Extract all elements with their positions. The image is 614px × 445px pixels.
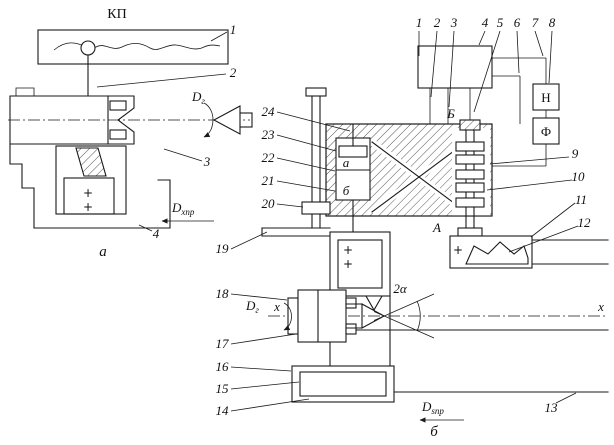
gearbox (37, 29, 229, 97)
callout-b11: 11 (575, 192, 587, 207)
callout-b16: 16 (216, 359, 230, 374)
rotation-label-b: Dг (245, 298, 259, 315)
feed-label-a: Dхпр (171, 200, 195, 217)
callout-b17: 17 (216, 336, 230, 351)
wiring (429, 57, 547, 167)
nut-B (459, 119, 481, 131)
callout-b8: 8 (549, 15, 556, 30)
axis-x-right: x (597, 299, 604, 314)
headstock-a (9, 87, 135, 145)
angle-label: 2α (393, 281, 408, 296)
plus-mark: + (453, 243, 463, 257)
callout-b2: 2 (434, 15, 441, 30)
callout-a3: 3 (203, 154, 211, 169)
handwheel-icon (80, 40, 96, 56)
follower-foot (457, 227, 483, 237)
callout-b7: 7 (532, 15, 539, 30)
axis-x-left: x (273, 299, 280, 314)
center-cone (212, 105, 253, 135)
column-frame (261, 87, 331, 237)
callouts-b: 1 2 3 4 5 6 7 8 9 10 11 12 13 24 23 22 2… (216, 15, 592, 418)
callout-b21: 21 (262, 173, 275, 188)
chamber-a-label: а (343, 155, 350, 170)
callout-b12: 12 (578, 215, 592, 230)
chamber-b-label: б (343, 183, 350, 198)
callout-b24: 24 (262, 104, 276, 119)
callout-b15: 15 (216, 381, 230, 396)
leader-lines-a (96, 31, 228, 232)
callout-b18: 18 (216, 286, 230, 301)
callout-b14: 14 (216, 403, 230, 418)
block-F-label: Ф (541, 124, 551, 139)
gearbox-title: КП (107, 7, 126, 22)
control-unit (417, 45, 493, 89)
panel-a: КП + (8, 7, 253, 260)
cam-box (449, 235, 533, 269)
angle-annotation (373, 293, 435, 339)
tool-holder-b (329, 231, 391, 367)
block-H (532, 83, 560, 111)
callout-b22: 22 (262, 150, 276, 165)
plus-mark: + (343, 257, 353, 271)
cutting-tool-b (365, 295, 383, 312)
panel-a-caption: а (99, 244, 107, 260)
callout-b9: 9 (572, 146, 579, 161)
panel-b-caption: б (430, 424, 438, 440)
rotation-arrow-a (203, 102, 214, 138)
callout-b13: 13 (545, 400, 559, 415)
block-H-label: Н (541, 90, 550, 105)
plus-mark: + (83, 186, 93, 200)
carriage-b (291, 365, 395, 403)
plus-mark: + (343, 243, 353, 257)
column-nut (301, 201, 331, 215)
callout-b19: 19 (216, 241, 230, 256)
point-A-label: А (432, 220, 441, 235)
callout-b20: 20 (262, 196, 276, 211)
plus-mark: + (83, 200, 93, 214)
cam-profile (465, 241, 529, 265)
callout-b4: 4 (482, 15, 489, 30)
callout-b1: 1 (416, 15, 423, 30)
rotation-label-a: Dг (191, 89, 205, 106)
cutting-tool-a (75, 147, 107, 177)
rotation-arrow-b (283, 302, 292, 331)
callout-b23: 23 (262, 127, 276, 142)
panel-b: x x Н Ф (216, 15, 609, 440)
callout-a4: 4 (153, 226, 160, 241)
callout-b6: 6 (514, 15, 521, 30)
callout-b3: 3 (450, 15, 458, 30)
feed-screw (455, 119, 485, 237)
slide-a (55, 145, 127, 215)
callout-b5: 5 (497, 15, 504, 30)
feed-label-b: Dsпр (421, 399, 444, 416)
leader-lines-b (230, 30, 579, 412)
point-B-label: Б (446, 106, 455, 121)
block-F (532, 117, 560, 145)
callout-a1: 1 (230, 22, 237, 37)
callout-a2: 2 (230, 65, 237, 80)
callout-b10: 10 (572, 169, 586, 184)
bed-a (9, 143, 171, 229)
